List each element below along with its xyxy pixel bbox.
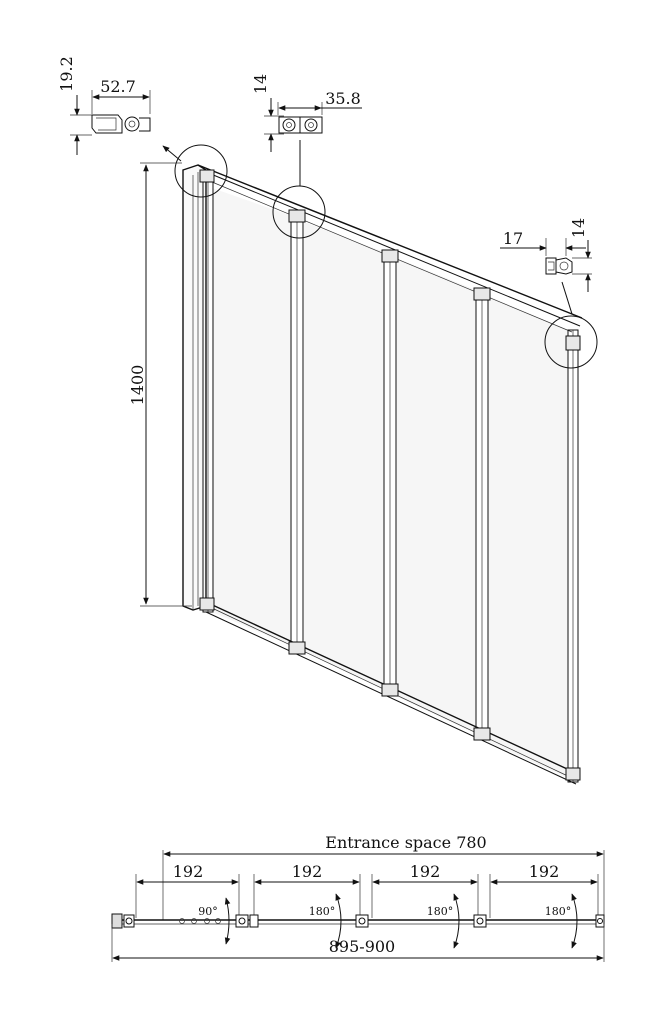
- detail-circle-wall: [174, 144, 228, 198]
- wall-profile-callout: 19.2 52.7: [57, 56, 182, 162]
- hinge-plan-3: [473, 914, 487, 928]
- rotation-arc-1: [224, 897, 231, 945]
- entrance-space-label: Entrance space 780: [325, 833, 486, 852]
- panel-width-3: 192: [410, 862, 441, 881]
- glass-panel-1: [212, 188, 292, 646]
- end-profile-callout: 17 14: [500, 218, 592, 315]
- hinge-height-label: 14: [251, 74, 270, 94]
- angle-label-4: 180°: [545, 905, 572, 918]
- plan-view: Entrance space 780 192 192 192 192: [111, 833, 605, 962]
- glass-panel-2: [304, 222, 384, 690]
- hinge-profile-callout: 14 35.8: [251, 74, 362, 186]
- wall-width-label: 52.7: [100, 77, 136, 96]
- glass-panel-4: [488, 296, 568, 778]
- end-post: [565, 329, 581, 783]
- detail-circle-end: [544, 315, 598, 369]
- panel-width-4: 192: [529, 862, 560, 881]
- panel-width-1: 192: [173, 862, 204, 881]
- hinge-post-2: [288, 209, 306, 655]
- angle-label-1: 90°: [198, 905, 218, 918]
- hinge-post-4: [473, 287, 491, 741]
- screen-isometric-view: [174, 144, 598, 785]
- end-height-label: 14: [569, 218, 588, 238]
- hinge-plan-1: [235, 914, 249, 928]
- hinge-plan-2: [249, 914, 369, 928]
- rotation-arc-2: [335, 893, 342, 949]
- height-label: 1400: [128, 365, 147, 406]
- glass-panel-3: [396, 258, 476, 734]
- angle-label-2: 180°: [309, 905, 336, 918]
- detail-circle-hinge: [272, 185, 326, 239]
- hinge-post-3: [381, 249, 399, 697]
- hinge-plan-end: [595, 914, 605, 928]
- total-width-label: 895-900: [329, 937, 395, 956]
- angle-label-3: 180°: [427, 905, 454, 918]
- wall-bracket-plan: [111, 913, 123, 929]
- end-width-label: 17: [503, 229, 523, 248]
- wall-height-label: 19.2: [57, 56, 76, 92]
- panel-width-2: 192: [292, 862, 323, 881]
- rotation-arc-3: [453, 893, 460, 949]
- height-dimension: 1400: [128, 162, 192, 607]
- hinge-post-1: [199, 169, 215, 613]
- rotation-arc-4: [571, 893, 578, 949]
- hinge-width-label: 35.8: [325, 89, 361, 108]
